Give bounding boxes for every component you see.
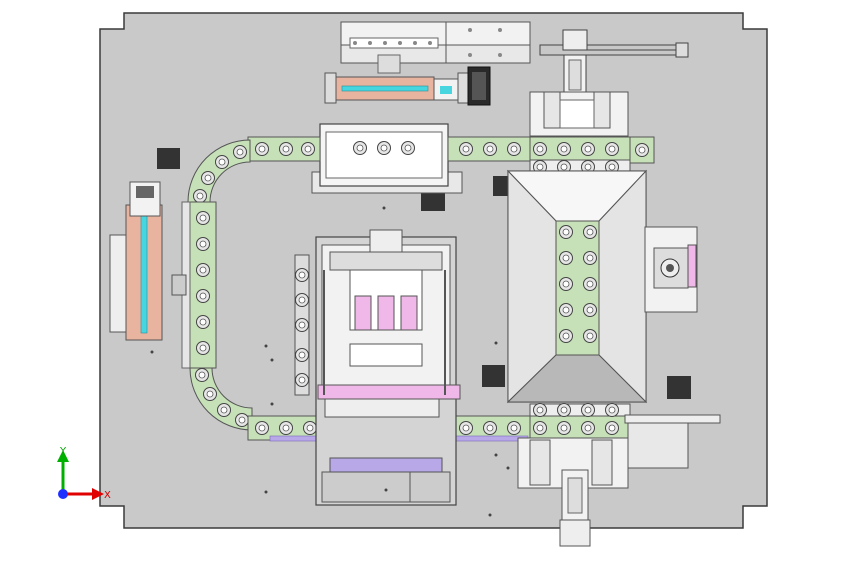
screws: [150, 206, 510, 517]
dark-square: [667, 376, 691, 399]
axis-x-label: X: [104, 490, 111, 501]
dark-square: [157, 148, 180, 169]
top-right-cylinder: [539, 29, 689, 96]
axis-y-label: Y: [59, 446, 67, 457]
central-housing: [311, 123, 463, 194]
dark-square: [421, 193, 445, 211]
dark-square: [493, 176, 509, 196]
top-slide-module: [340, 21, 531, 74]
central-press: [315, 229, 461, 506]
right-side-module: [644, 226, 698, 313]
xyz-triad-icon: Y X: [57, 446, 111, 501]
left-cylinder-module: [109, 181, 187, 341]
press-side-chain: [294, 254, 310, 396]
hopper: [506, 169, 648, 404]
top-conveyor: [247, 136, 655, 174]
dark-square: [482, 365, 505, 387]
bottom-right-module: [517, 414, 721, 547]
right-top-bracket: [529, 91, 629, 137]
top-cylinder: [324, 66, 491, 106]
